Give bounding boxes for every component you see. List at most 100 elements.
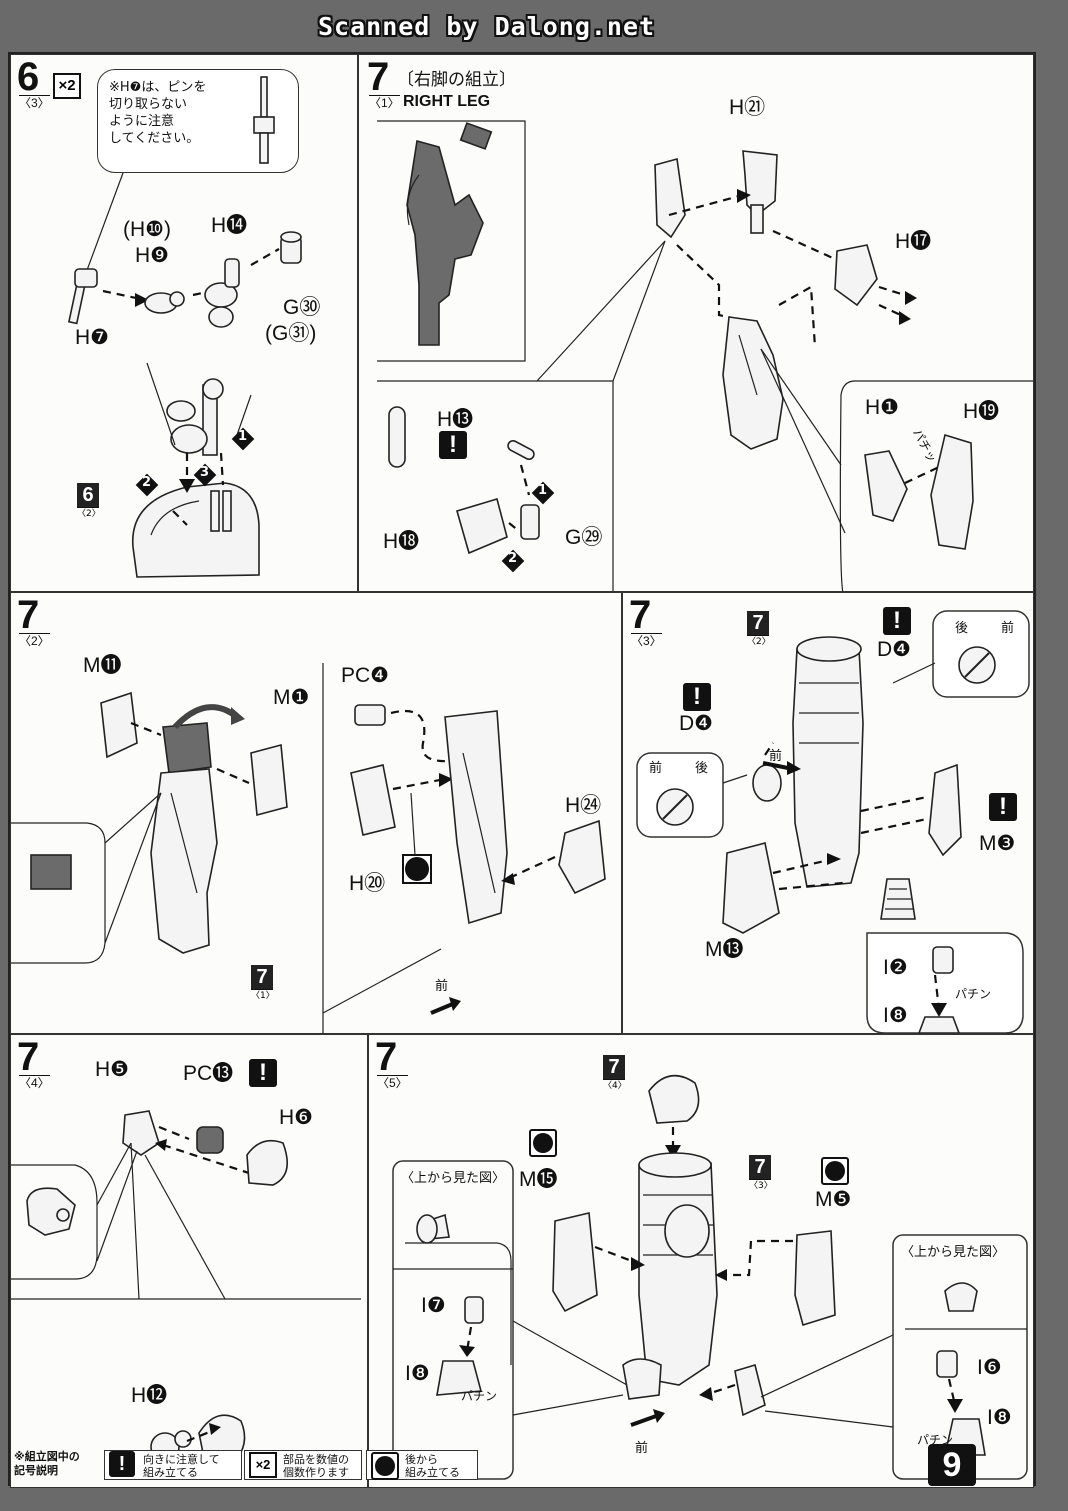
ref-sub: 〈3〉 <box>749 1179 773 1191</box>
scan-banner: Scanned by Dalong.net <box>318 12 656 41</box>
part-label-h17: H⓱ <box>895 230 932 253</box>
back-assembly-icon <box>371 1452 399 1480</box>
part-label-h18: H⓲ <box>383 530 420 553</box>
part-label-i2: I❷ <box>883 956 908 979</box>
ref-sub: 〈2〉 <box>747 635 771 647</box>
part-label-h20: H⑳ <box>349 872 386 895</box>
step-sub-number: 〈3〉 <box>19 95 50 110</box>
step-number: 7 <box>367 55 390 99</box>
back-assembly-icon <box>821 1157 849 1185</box>
step-sub-number: 〈1〉 <box>369 95 400 110</box>
step-7-3-panel: 7 〈3〉 7 〈2〉 ! D❹ ! D❹ <box>622 592 1034 1034</box>
front-label-left: 前 <box>649 761 663 776</box>
part-label-h12: H⓬ <box>131 1384 168 1407</box>
front-label: 前 <box>635 1441 649 1456</box>
part-label-h21: H㉑ <box>729 96 766 119</box>
step-sub-number: 〈3〉 <box>631 633 662 648</box>
step-7-2-illustration <box>11 663 606 1033</box>
front-label-arrow: 前 <box>769 749 783 764</box>
ref-num: 7 <box>603 1055 625 1079</box>
page-number: 9 <box>928 1444 976 1486</box>
part-label-m3: M❸ <box>979 832 1016 855</box>
part-label-pc4: PC❹ <box>341 664 389 687</box>
legend-title: ※組立図中の 記号説明 <box>14 1450 80 1477</box>
part-label-i7: I❼ <box>421 1294 446 1317</box>
part-label-g31: (G㉛) <box>265 322 317 345</box>
step-subtitle: RIGHT LEG <box>403 93 491 110</box>
caution-icon: ! <box>249 1059 277 1087</box>
ref-num: 7 <box>747 611 769 635</box>
ref-sub: 〈2〉 <box>77 507 101 519</box>
ref-sub: 〈1〉 <box>251 989 275 1001</box>
top-view-label-right: 〈上から見た図〉 <box>901 1245 1006 1260</box>
part-label-i8-right: I❽ <box>987 1406 1012 1429</box>
step-number: 7 <box>17 1035 40 1079</box>
step-sub-number: 〈4〉 <box>19 1075 50 1090</box>
part-label-h1: H❶ <box>865 396 899 419</box>
part-label-m5: M❺ <box>815 1188 852 1211</box>
ref-num: 7 <box>749 1155 771 1179</box>
part-label-m15: M⓯ <box>519 1168 558 1191</box>
part-label-h24: H㉔ <box>565 794 602 817</box>
part-label-i6: I❻ <box>977 1356 1002 1379</box>
part-label-m13: M⓭ <box>705 938 744 961</box>
step-7-3-illustration <box>636 610 1030 1033</box>
ref-num: 6 <box>77 483 99 507</box>
ref-step-7-1: 7 〈1〉 <box>251 965 275 1003</box>
part-label-m11: M⓫ <box>83 654 122 677</box>
caution-icon: ! <box>883 607 911 635</box>
step-number: 7 <box>17 593 40 637</box>
multiplier-badge: ×2 <box>53 73 81 99</box>
arrow-1-label: 1 <box>238 429 248 444</box>
step-sub-number: 〈5〉 <box>377 1075 408 1090</box>
click-sound: パチン <box>955 987 992 1001</box>
part-label-i8-left: I❽ <box>405 1362 430 1385</box>
caution-icon: ! <box>439 431 467 459</box>
step-sub-number: 〈2〉 <box>19 633 50 648</box>
click-sound-right: パチン <box>917 1433 954 1447</box>
ref-step-6-2: 6 〈2〉 <box>77 483 101 521</box>
legend-text: 部品を数値の 個数作ります <box>283 1453 349 1479</box>
part-label-h9: H❾ <box>135 244 169 267</box>
part-label-h14: H⓮ <box>211 214 248 237</box>
part-label-g29: G㉙ <box>565 526 603 549</box>
caution-icon: ! <box>109 1451 135 1477</box>
legend-text: 向きに注意して 組み立てる <box>143 1453 220 1479</box>
legend-item-caution: ! 向きに注意して 組み立てる <box>104 1450 242 1480</box>
step-7-1-illustration <box>377 120 1033 591</box>
back-label-left: 後 <box>695 761 709 776</box>
symbol-legend: ※組立図中の 記号説明 ! 向きに注意して 組み立てる ×2 部品を数値の 個数… <box>8 1448 1032 1482</box>
arrow-2-label: 2 <box>508 551 518 566</box>
part-label-h6: H❻ <box>279 1106 313 1129</box>
multiplier-icon: ×2 <box>249 1452 277 1478</box>
ref-num: 7 <box>251 965 273 989</box>
step-title: 〔右脚の組立〕 <box>397 70 516 90</box>
part-label-d4-top: D❹ <box>877 638 911 661</box>
part-label-h13: H⓭ <box>437 408 474 431</box>
step-7-2-panel: 7 〈2〉 <box>10 592 622 1034</box>
step-6-illustration <box>67 76 302 578</box>
step-number: 6 <box>17 55 40 99</box>
part-label-h10: (H❿) <box>123 218 171 241</box>
ref-step-7-4: 7 〈4〉 <box>603 1055 627 1093</box>
step-7-1-panel: 7 〈1〉 〔右脚の組立〕 RIGHT LEG <box>358 54 1034 592</box>
top-view-label-left: 〈上から見た図〉 <box>401 1171 506 1186</box>
ref-sub: 〈4〉 <box>603 1079 627 1091</box>
caution-icon: ! <box>989 793 1017 821</box>
caution-icon: ! <box>683 683 711 711</box>
arrow-2-label: 2 <box>142 475 152 490</box>
part-label-h5: H❺ <box>95 1058 129 1081</box>
front-label: 前 <box>435 979 449 994</box>
arrow-3-label: 3 <box>200 465 210 480</box>
part-label-g30: G㉚ <box>283 296 321 319</box>
step-7-5-illustration <box>392 1074 1028 1480</box>
part-label-d4-left: D❹ <box>679 712 713 735</box>
legend-text: 後から 組み立てる <box>405 1453 460 1479</box>
step-number: 7 <box>629 593 652 637</box>
back-assembly-icon <box>529 1129 557 1157</box>
front-label-right: 前 <box>1001 621 1015 636</box>
step-7-5-panel: 7 〈5〉 7 〈4〉 7 〈3〉 <box>368 1034 1034 1488</box>
part-label-i8: I❽ <box>883 1004 908 1027</box>
part-label-m1: M❶ <box>273 686 310 709</box>
